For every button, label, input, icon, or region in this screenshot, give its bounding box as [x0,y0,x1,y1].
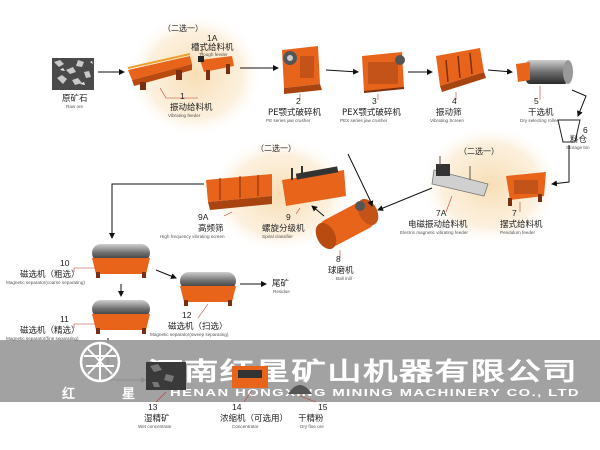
dry-fine-ore-15 [288,385,312,394]
label-12-zh: 磁选机（扫选） [168,321,228,332]
label-5-en: Dry selecting roller [520,118,559,123]
label-14-en: Concentrator [232,424,259,429]
wet-concentrate-13 [146,362,186,390]
option-highlight-feeders-2 [420,125,560,245]
ball-mill-8 [315,198,379,250]
electromagnetic-feeder-7A [431,156,489,197]
label-2-num: 2 [296,96,301,106]
label-7A-zh: 电磁振动给料机 [408,219,468,230]
label-11-en: Magnetic separator(fine separating) [6,336,79,341]
company-name-zh: 河南红星矿山机器有限公司 [148,357,578,386]
logo-text-right: 星 [122,387,135,402]
label-1A-en: Trough feeder [199,52,228,57]
label-11-num: 11 [60,314,69,324]
vibrating-screen-4 [436,48,486,92]
label-13-num: 13 [148,402,158,412]
label-12-en: Magnetic separator(sweep separating) [150,332,229,337]
label-9A-zh: 高频筛 [198,223,224,234]
label-2-zh: PE颚式破碎机 [268,107,321,118]
label-8-en: Ball mill [336,276,352,281]
equipment-labels: 原矿石 Raw ore 1A 槽式给料机 Trough feeder 1 振动给… [6,33,590,429]
label-15-en: Dry fine ore [300,424,324,429]
pex-jaw-crusher-3 [362,52,405,93]
logo-text-left: 红 [62,386,75,402]
label-1-zh: 振动给料机 [170,102,213,113]
label-1A-zh: 槽式给料机 [191,42,234,53]
label-14-zh: 浓缩机（可选用） [220,413,288,424]
option-tag-2: （二选一） [256,143,296,153]
label-15-num: 15 [318,402,328,412]
concentrator-14 [232,366,268,388]
pe-jaw-crusher-2 [282,46,322,94]
label-3-en: PEX series jaw crusher [340,118,388,123]
magnetic-separator-11 [92,300,150,334]
trough-feeder-1A [198,56,234,80]
label-14-num: 14 [232,402,242,412]
label-9-en: Spiral classifier [262,234,293,239]
label-4-en: Vibrating Screen [430,118,464,123]
label-9-num: 9 [286,212,291,222]
label-10-zh: 磁选机（粗选） [20,269,80,280]
label-2-en: PE series jaw crusher [266,118,311,123]
label-6-en: Storage bin [566,145,590,150]
label-10-en: Magnetic separator(coarse separating) [6,280,85,285]
label-1-num: 1 [180,91,185,101]
option-highlight-classifiers [208,137,352,253]
pendulum-feeder-7 [506,172,546,206]
label-10-num: 10 [60,258,70,268]
label-11-zh: 磁选机（精选） [20,325,80,336]
label-1-en: Vibrating feeder [168,113,201,118]
label-8-zh: 球磨机 [328,265,354,276]
label-13-en: Wet concentrate [138,424,172,429]
high-frequency-screen-9A [206,174,272,210]
label-7-zh: 摆式给料机 [500,219,543,230]
label-residue-zh: 尾矿 [272,278,290,289]
storage-bin-6 [557,119,581,143]
label-7A-en: Electric magnetic vibrating feeder [400,230,468,235]
company-name-en: HENAN HONGXING MINING MACHINERY CO., LTD [170,387,580,399]
raw-ore-image [52,58,94,90]
label-5-zh: 干选机 [528,107,554,118]
label-6-zh: 料仓 [570,134,588,145]
company-logo-icon [79,341,121,383]
label-4-num: 4 [452,96,457,106]
label-raw-zh: 原矿石 [62,93,88,104]
dry-selecting-roller-5 [516,60,573,84]
magnetic-separator-10 [92,244,150,278]
label-residue-en: Residue [273,289,290,294]
label-5-num: 5 [534,96,539,106]
label-1A-num: 1A [207,33,218,43]
label-8-num: 8 [336,254,341,264]
label-3-num: 3 [372,96,377,106]
label-7A-num: 7A [436,208,447,218]
label-13-zh: 湿精矿 [144,413,170,424]
label-9A-num: 9A [198,212,209,222]
label-raw-en: Raw ore [66,104,84,109]
label-9A-en: High frequency vibrating screen [160,234,225,239]
label-6-num: 6 [583,125,588,135]
label-9-zh: 螺旋分级机 [262,223,305,234]
magnetic-separator-12 [180,272,236,306]
option-tag-1: （二选一） [163,23,203,33]
spiral-classifier-9 [282,166,346,206]
label-3-zh: PEX颚式破碎机 [342,107,401,118]
label-leader-lines [73,44,541,403]
label-15-zh: 干精粉 [298,413,324,424]
option-tag-3: （二选一） [459,146,499,156]
label-7-en: Pendulum feeder [500,230,535,235]
option-highlight-feeders [127,13,263,137]
label-7-num: 7 [512,208,517,218]
flow-arrows [98,65,587,383]
label-12-num: 12 [182,310,192,320]
label-4-zh: 振动筛 [436,107,462,118]
vibrating-feeder-1 [127,53,192,90]
